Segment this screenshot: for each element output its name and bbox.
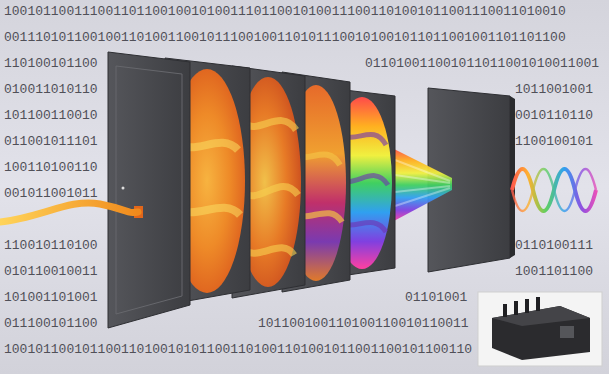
binary-watermark: 110010110100 — [4, 237, 98, 255]
binary-watermark: 0010110110 — [515, 107, 593, 125]
binary-watermark: 110100101100 — [4, 55, 98, 73]
binary-watermark: 101001101001 — [4, 289, 98, 307]
binary-watermark: 011100101100 — [4, 315, 98, 333]
binary-watermark: 1100100101 — [515, 133, 593, 151]
binary-watermark: 01101001 — [405, 289, 467, 307]
binary-watermark: 1001011001110011011001001010011101100101… — [4, 3, 566, 21]
binary-watermark: 101100100110100110010110011 — [258, 315, 469, 333]
binary-watermark: 011010011001011011001010011001 — [365, 55, 599, 73]
binary-watermark: 1011001001 — [515, 81, 593, 99]
binary-watermark: 101100110010 — [4, 107, 98, 125]
binary-watermark: 1001101100 — [515, 263, 593, 281]
binary-watermark: 0110100111 — [515, 237, 593, 255]
binary-watermark: 1001011001011001101001010110011010011010… — [4, 341, 472, 359]
binary-watermark: 100110100110 — [4, 159, 98, 177]
binary-watermark: 010011010110 — [4, 81, 98, 99]
binary-watermark: 001011001011 — [4, 185, 98, 203]
binary-watermark: 011001011101 — [4, 133, 98, 151]
binary-watermark: 010110010011 — [4, 263, 98, 281]
binary-watermark: 0011101011001001101001100101110010011010… — [4, 29, 566, 47]
